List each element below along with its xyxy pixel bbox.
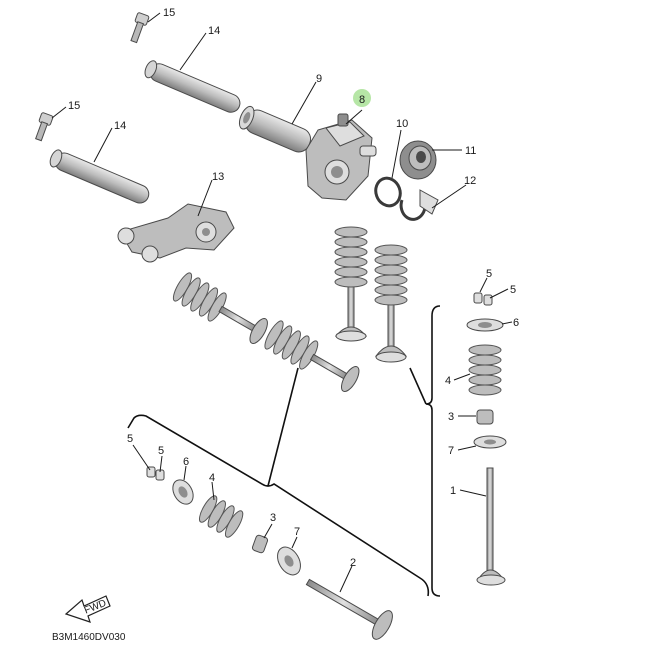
rocker-sleeve	[238, 105, 312, 153]
valve-assembly-left-lower	[264, 320, 360, 392]
drawing-code: B3M1460DV030	[52, 632, 126, 643]
callout-left-3: 3	[270, 512, 276, 524]
valve-assembly-center-left	[334, 226, 368, 342]
rocker-arm-13	[117, 203, 235, 263]
callout-13: 13	[212, 171, 224, 183]
callout-right-5b: 5	[510, 284, 516, 296]
callout-8: 8	[359, 94, 365, 106]
callout-14-upper: 14	[208, 25, 220, 37]
callout-left-5a: 5	[127, 433, 133, 445]
bolt-lower	[35, 112, 54, 142]
callout-15-lower: 15	[68, 100, 80, 112]
washer-10	[374, 176, 402, 208]
callout-11: 11	[465, 145, 476, 157]
callout-right-3: 3	[448, 411, 454, 423]
callout-9: 9	[316, 73, 322, 85]
callout-left-6: 6	[183, 456, 189, 468]
right-exploded-view	[466, 292, 507, 586]
bottom-exploded-view	[146, 466, 393, 640]
callout-left-2: 2	[350, 557, 356, 569]
rocker-shaft-lower	[49, 149, 150, 204]
forward-direction-arrow: FWD	[64, 595, 111, 623]
highlight-callout-8	[353, 89, 371, 107]
callout-15-upper: 15	[163, 7, 175, 19]
callout-10: 10	[396, 118, 408, 130]
valve-assembly-center-right	[374, 244, 408, 363]
callout-right-7: 7	[448, 445, 454, 457]
leader-lines	[51, 12, 513, 593]
rocker-arm-8	[305, 113, 377, 201]
callout-14-lower: 14	[114, 120, 126, 132]
callout-left-4: 4	[209, 472, 215, 484]
callout-right-6: 6	[513, 317, 519, 329]
rocker-shaft-upper	[144, 60, 241, 113]
callout-right-4: 4	[445, 375, 451, 387]
callout-right-5a: 5	[486, 268, 492, 280]
right-bracket	[409, 305, 441, 597]
valve-assembly-left-upper	[172, 272, 268, 344]
callout-12: 12	[464, 175, 476, 187]
fwd-label: FWD	[83, 598, 108, 617]
bolt-upper	[130, 12, 150, 44]
callout-left-5b: 5	[158, 445, 164, 457]
callout-labels: 15 14 9 8 15 14 10 11 12 13 5 5 6 4 3 7 …	[68, 7, 519, 569]
callout-right-1: 1	[450, 485, 456, 497]
callout-left-7: 7	[294, 526, 300, 538]
roller-11	[399, 140, 437, 180]
bottom-bracket	[127, 367, 430, 597]
circlip-12	[399, 189, 439, 221]
